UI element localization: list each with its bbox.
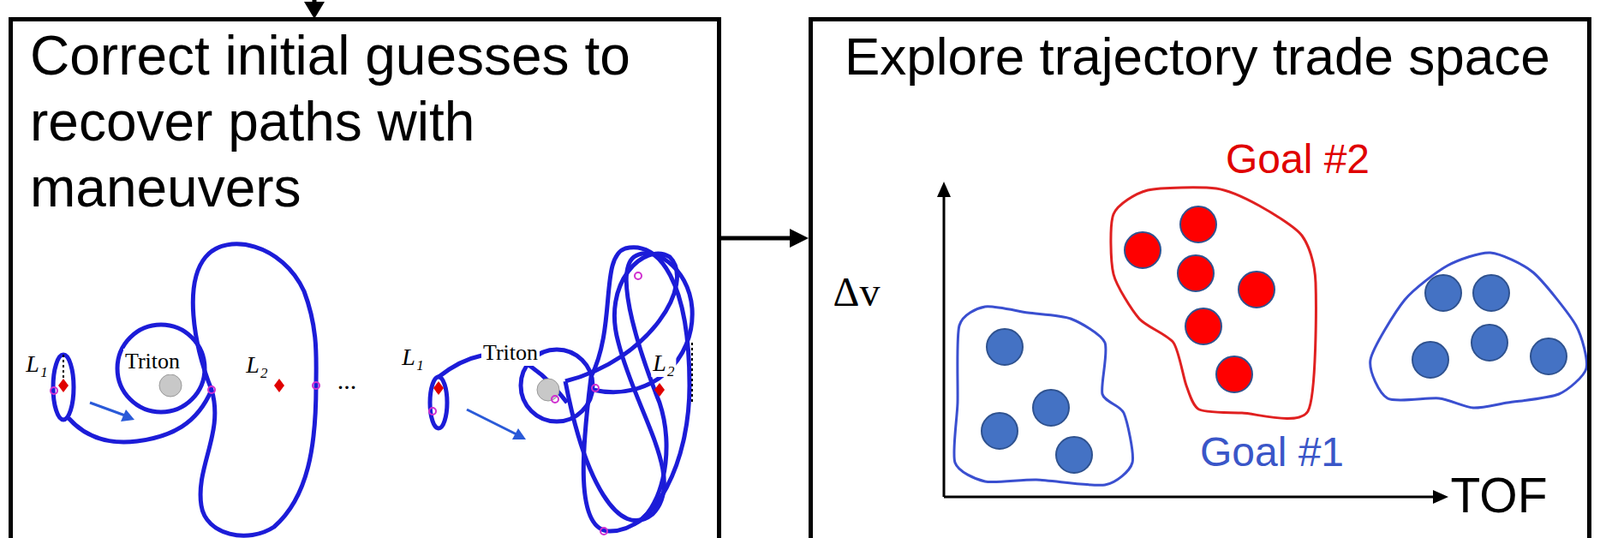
point-label: L₂ xyxy=(244,351,269,379)
axis-label: Δv xyxy=(833,268,881,316)
solution-dot xyxy=(1216,356,1253,393)
chart-axes xyxy=(937,181,1449,504)
l2-point xyxy=(654,382,665,397)
panel-heading: Explore trajectory trade space xyxy=(844,23,1551,90)
point-label: L₂ xyxy=(650,349,676,377)
cluster-outline xyxy=(1370,252,1588,408)
maneuver-dots xyxy=(50,382,320,395)
solution-dot xyxy=(1124,232,1161,269)
ellipsis: ... xyxy=(337,365,358,395)
solution-dot xyxy=(1471,324,1508,361)
goal-label: Goal #2 xyxy=(1225,135,1370,183)
cluster-outline xyxy=(1110,187,1316,419)
flow-arrow xyxy=(721,236,800,241)
dashed-line xyxy=(62,354,65,382)
triton-body xyxy=(159,374,182,397)
triton-body xyxy=(537,378,560,401)
maneuver-dots xyxy=(429,272,642,535)
panel-heading: Correct initial guesses to recover paths… xyxy=(29,23,681,221)
solution-dot xyxy=(1412,341,1449,378)
cluster xyxy=(1110,187,1316,419)
solution-dot xyxy=(1425,274,1462,311)
trajectory-right xyxy=(429,247,693,532)
solution-dot xyxy=(1180,206,1217,243)
solution-dot xyxy=(1238,271,1275,308)
l2-point xyxy=(274,378,285,393)
solution-dot xyxy=(981,412,1018,449)
direction-arrow xyxy=(89,402,135,422)
solution-dot xyxy=(1530,338,1567,375)
solution-dot xyxy=(1185,308,1222,345)
dashed-line xyxy=(691,342,693,403)
cluster-outline xyxy=(954,306,1134,486)
solution-dot xyxy=(986,328,1023,365)
goal-label: Goal #1 xyxy=(1200,428,1344,476)
body-label: Triton xyxy=(481,340,540,366)
solution-dot xyxy=(1056,436,1093,473)
incoming-arrowhead xyxy=(304,1,325,19)
solution-dot xyxy=(1177,255,1214,292)
cluster xyxy=(1370,252,1588,408)
solution-dot xyxy=(1032,389,1069,426)
cluster xyxy=(954,306,1134,486)
panel-box: Correct initial guesses to recover paths… xyxy=(8,17,722,538)
point-label: L₁ xyxy=(400,343,425,371)
axis-label: TOF xyxy=(1450,466,1548,524)
l1-point xyxy=(433,381,444,395)
trajectory-left xyxy=(53,244,317,536)
point-label: L₁ xyxy=(23,350,49,378)
l1-point xyxy=(58,378,69,393)
solution-dot xyxy=(1473,274,1510,311)
body-label: Triton xyxy=(123,348,182,375)
direction-arrow xyxy=(466,409,526,440)
